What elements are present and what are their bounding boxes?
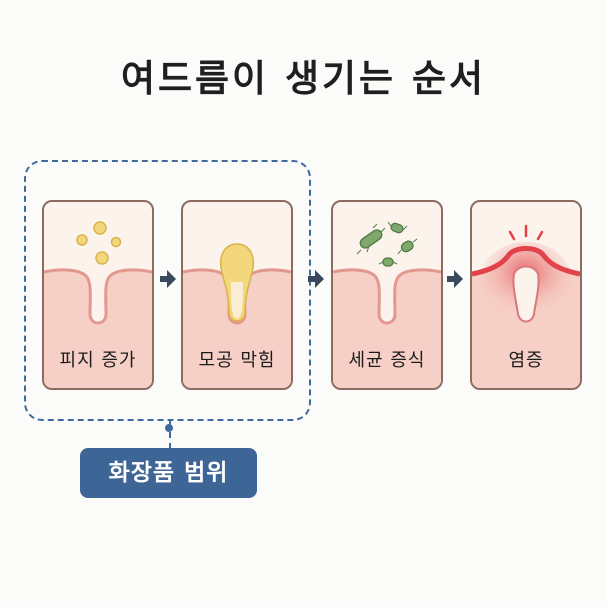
scope-connector-dot bbox=[165, 424, 173, 432]
step-label: 염증 bbox=[508, 350, 544, 371]
arrow-right-icon bbox=[308, 270, 324, 288]
step-card-bacteria: 세균 증식 bbox=[331, 200, 443, 390]
arrow-right-icon bbox=[447, 270, 463, 288]
cosmetics-scope-label: 화장품 범위 bbox=[80, 448, 257, 498]
inflammation-icon bbox=[472, 224, 580, 388]
clogged-pore-icon bbox=[183, 243, 291, 388]
diagram-title: 여드름이 생기는 순서 bbox=[120, 57, 487, 100]
step-card-inflammation: 염증 bbox=[470, 200, 582, 390]
step-label: 세균 증식 bbox=[348, 350, 426, 371]
sebum-droplets-icon bbox=[44, 221, 152, 388]
bacteria-icon bbox=[333, 221, 441, 388]
step-card-clogged-pore: 모공 막힘 bbox=[181, 200, 293, 390]
cosmetics-scope-bracket bbox=[24, 160, 311, 421]
step-card-sebum-increase: 피지 증가 bbox=[42, 200, 154, 390]
step-label: 피지 증가 bbox=[59, 350, 137, 371]
scope-connector-line bbox=[169, 421, 171, 449]
arrow-right-icon bbox=[160, 270, 176, 288]
step-label: 모공 막힘 bbox=[198, 350, 276, 371]
